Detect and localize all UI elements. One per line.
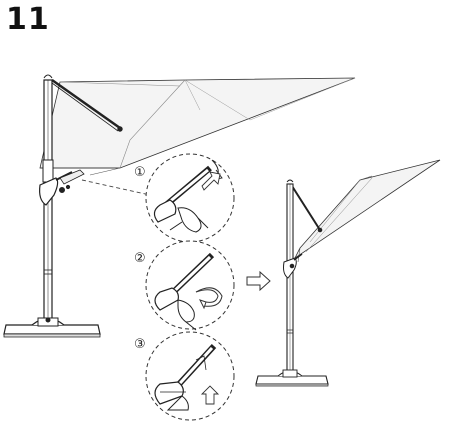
rotate-arrow-icon	[195, 287, 223, 310]
crank-handle-icon	[153, 159, 223, 233]
arm-right	[291, 185, 323, 233]
base-left	[3, 317, 101, 338]
arm-left	[51, 78, 123, 132]
step-number: 11	[6, 2, 50, 37]
umbrella-tilted-icon	[255, 159, 441, 387]
canopy-left	[39, 77, 356, 176]
detail-1: ①	[134, 153, 235, 243]
crank-housing-right	[283, 253, 303, 279]
crank-handle-icon	[154, 343, 217, 411]
leader-line	[81, 179, 151, 196]
crank-handle-icon	[154, 252, 215, 331]
crank-housing-left	[39, 169, 85, 206]
pull-arrow-icon	[201, 171, 221, 191]
sub-step-marker-1: ①	[134, 165, 146, 180]
detail-2: ②	[134, 240, 235, 331]
detail-3: ③	[134, 331, 235, 421]
canopy-right	[293, 159, 441, 263]
sub-step-marker-3: ③	[134, 337, 146, 352]
push-arrow-icon	[200, 385, 220, 405]
sub-step-marker-2: ②	[134, 251, 146, 266]
base-right	[255, 369, 329, 387]
umbrella-left-illustration	[3, 74, 356, 338]
arrow-right-icon	[246, 270, 271, 292]
